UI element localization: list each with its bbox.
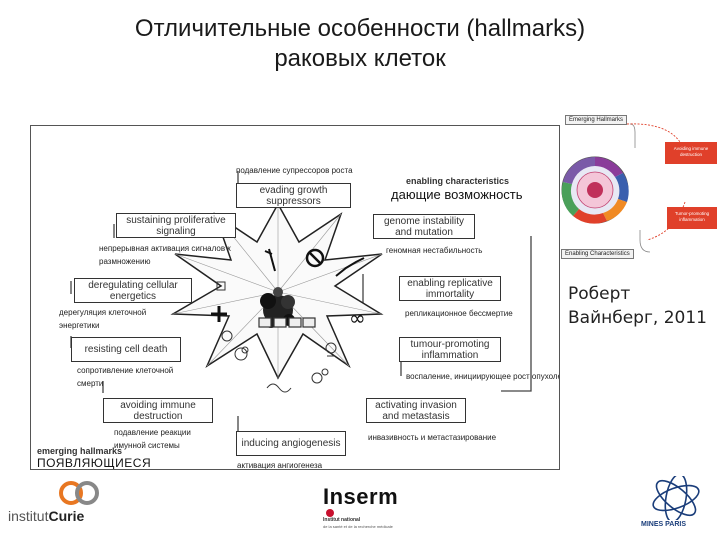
ru-label-growth-suppressors: подавление супрессоров роста (236, 166, 353, 175)
mutation-icon (335, 257, 365, 277)
inserm-subtitle-2: de la santé et de la recherche médicale (323, 524, 393, 529)
ru-label-genome-instability: геномная нестабильность (386, 246, 483, 255)
author-line-2: Вайнберг, 2011 (568, 308, 707, 328)
thumb-note-immune: Avoiding immune destruction (673, 146, 709, 157)
ru-label-proliferative-signaling: непрерывная активация сигналов к размнож… (99, 244, 231, 266)
box-enabling-replicative-immortality: enabling replicative immortality (399, 276, 501, 301)
thumbnail-graphics (561, 123, 717, 253)
hallmarks-thumbnail: Emerging Hallmarks Enabling Characterist… (555, 112, 720, 262)
box-deregulating-cellular-energetics: deregulating cellular energetics (74, 278, 192, 303)
dna-icon (258, 317, 316, 328)
author-attribution: Роберт Вайнберг, 2011 (568, 282, 707, 330)
thumbnail-ring-segments (561, 157, 629, 224)
inserm-wordmark: Inserm (323, 484, 399, 509)
slide-title: Отличительные особенности (hallmarks) ра… (0, 14, 720, 74)
hallmarks-diagram: ∞ evading growth suppressor (30, 125, 560, 470)
thumb-enabling-label: Enabling Characteristics (561, 249, 634, 259)
institut-curie-logo: institutCurie (8, 478, 153, 533)
ru-label-immune-destruction: подавление реакции имунной системы (114, 428, 191, 450)
invasion-icon (311, 368, 329, 384)
curie-rings-icon (59, 481, 99, 505)
inhibit-icon (305, 248, 325, 268)
infinity-icon: ∞ (349, 306, 366, 330)
title-line-1: Отличительные особенности (hallmarks) (134, 15, 586, 42)
curie-prefix: institut (8, 508, 49, 524)
box-activating-invasion: activating invasion and metastasis (366, 398, 466, 423)
receptor-icon (264, 248, 276, 272)
box-sustaining-proliferative-signaling: sustaining proliferative signaling (116, 213, 236, 238)
emerging-hallmarks-label: emerging hallmarks (37, 446, 123, 456)
vessel-icon (266, 383, 292, 393)
box-tumour-promoting-inflammation: tumour-promoting inflammation (399, 337, 501, 362)
inserm-dot-icon (326, 509, 334, 517)
ru-label-cellular-energetics: дерегуляция клеточной энергетики (59, 308, 147, 330)
thumb-emerging-label: Emerging Hallmarks (565, 115, 628, 125)
curie-name: Curie (48, 508, 85, 524)
ru-label-immortality: репликационное бессмертие (405, 309, 513, 318)
inserm-logo: Inserm Institut national de la santé et … (323, 484, 463, 534)
mines-emblem-icon (652, 476, 700, 520)
curie-wordmark: institutCurie (8, 508, 84, 524)
mines-wordmark: MINES PARIS (641, 521, 686, 528)
inflammation-icon (325, 342, 337, 357)
ru-label-angiogenesis: активация ангиогенеза (237, 461, 323, 470)
ru-label-invasion: инвазивность и метастазирование (368, 433, 497, 442)
ru-label-inflammation: воспаление, инициирующее рост опухолей (406, 372, 560, 381)
inserm-subtitle-1: Institut national (323, 517, 361, 523)
immune-icon (221, 330, 233, 342)
box-resisting-cell-death: resisting cell death (71, 337, 181, 362)
box-evading-growth-suppressors: evading growth suppressors (236, 183, 351, 208)
box-avoiding-immune-destruction: avoiding immune destruction (103, 398, 213, 423)
enabling-ru-label: дающие возможность (391, 187, 523, 202)
box-genome-instability: genome instability and mutation (373, 214, 475, 239)
enabling-characteristics-label: enabling characteristics (406, 176, 510, 186)
cell-death-icon (234, 346, 249, 361)
title-line-2: раковых клеток (274, 45, 446, 72)
mines-paris-logo: MINES PARIS (636, 476, 716, 534)
emerging-ru-label: ПОЯВЛЯЮЩИЕСЯ (37, 456, 152, 470)
thumb-note-inflammation: Tumor-promoting inflammation (674, 211, 710, 222)
author-line-1: Роберт (568, 284, 631, 304)
box-inducing-angiogenesis: inducing angiogenesis (236, 431, 346, 456)
diagram-graphics: ∞ (70, 171, 532, 431)
ru-label-cell-death: сопротивление клеточной смерти (77, 366, 174, 388)
energy-icon (216, 281, 226, 291)
plus-icon (211, 306, 227, 322)
